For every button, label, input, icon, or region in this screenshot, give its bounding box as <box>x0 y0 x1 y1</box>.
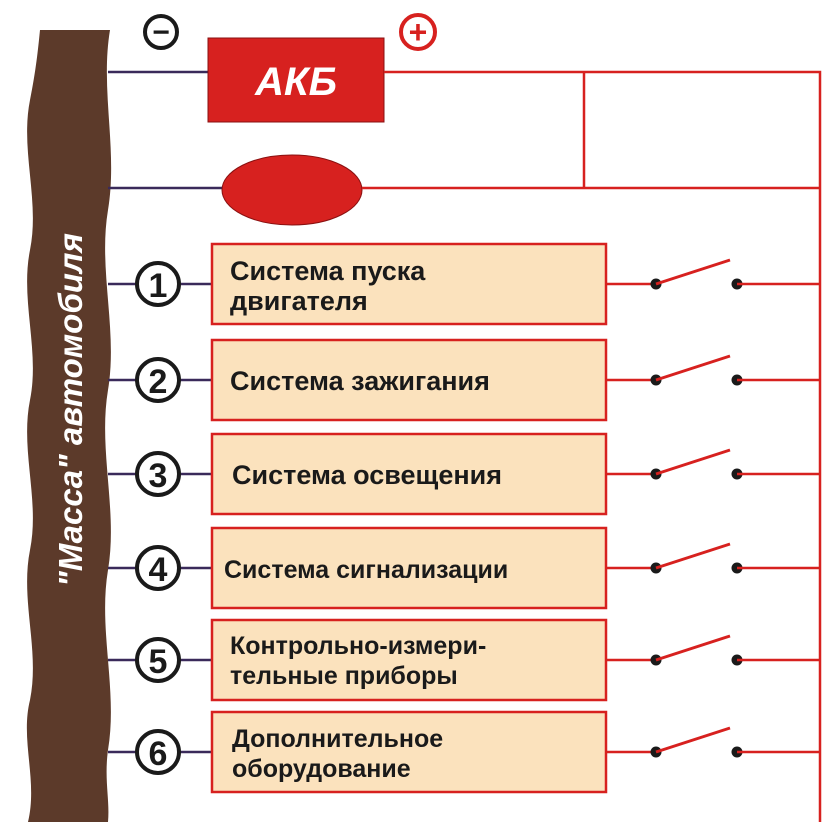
consumer-number-icon <box>135 261 181 307</box>
consumer-row: 4 Система сигнализации <box>108 526 820 610</box>
consumer-label-line: оборудование <box>232 755 411 783</box>
consumer-label-line: тельные приборы <box>230 662 458 690</box>
consumer-number: 6 <box>149 735 168 773</box>
consumer-box <box>210 710 608 794</box>
battery-positive-terminal-icon <box>399 13 437 51</box>
consumer-number: 3 <box>149 457 168 495</box>
battery-negative-terminal-icon <box>143 14 179 50</box>
consumer-box <box>210 526 608 610</box>
consumer-number-icon <box>135 451 181 497</box>
ground-label: "Масса" автомобиля <box>52 233 89 587</box>
consumer-label-line: Система пуска <box>230 256 426 286</box>
consumer-number: 1 <box>149 267 168 305</box>
consumer-number-icon <box>135 357 181 403</box>
consumer-box <box>210 338 608 422</box>
consumer-number-icon <box>135 729 181 775</box>
consumer-number-icon <box>135 637 181 683</box>
battery-box <box>207 37 385 123</box>
ground-strip <box>26 30 112 822</box>
consumer-number: 2 <box>149 363 168 401</box>
consumer-label-line: Контрольно-измери- <box>230 632 486 660</box>
consumer-label-line: Система сигнализации <box>224 556 508 584</box>
consumer-label-line: Система зажигания <box>230 366 490 396</box>
consumer-number: 5 <box>149 643 168 681</box>
switch-lever-icon <box>655 448 731 476</box>
battery-positive-symbol: + <box>409 14 428 50</box>
switch-lever-icon <box>655 258 731 286</box>
consumer-row: 1 Система пуска двигателя <box>108 242 820 326</box>
consumer-label-line: двигателя <box>230 286 368 316</box>
consumer-row: 6 Дополнительное оборудование <box>108 710 820 794</box>
consumer-row: 3 Система освещения <box>108 432 820 516</box>
battery-label: АКБ <box>254 60 337 104</box>
consumer-row: 2 Система зажигания <box>108 338 820 422</box>
switch-lever-icon <box>655 354 731 382</box>
battery-negative-symbol: − <box>152 16 170 49</box>
switch-lever-icon <box>655 726 731 754</box>
battery-positive-wire <box>384 70 822 822</box>
switch-lever-icon <box>655 634 731 662</box>
consumer-label-line: Система освещения <box>232 460 502 490</box>
consumer-number-icon <box>135 545 181 591</box>
generator-icon <box>221 154 363 226</box>
consumer-number: 4 <box>149 551 168 589</box>
consumer-box <box>210 432 608 516</box>
switch-lever-icon <box>655 542 731 570</box>
consumer-box <box>210 242 608 326</box>
consumer-label-line: Дополнительное <box>232 725 443 753</box>
consumer-row: 5 Контрольно-измери- тельные приборы <box>108 618 820 702</box>
